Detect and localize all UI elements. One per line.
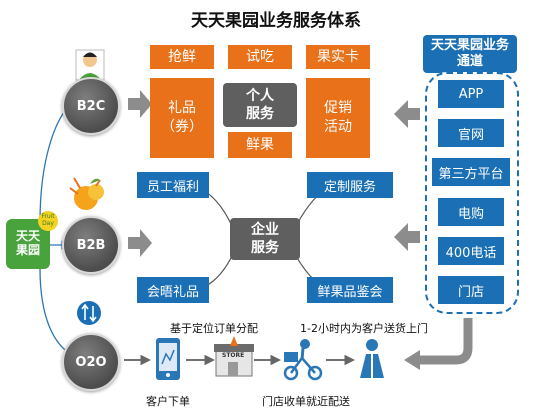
channel-item: 电购 [438, 198, 504, 226]
b2c-gift-label: 礼品（券） [161, 100, 203, 135]
channel-item: 官网 [438, 119, 504, 147]
arrow-channel-b2b [394, 223, 420, 251]
b2c-center-box: 个人服务 [223, 83, 297, 127]
page-title: 天天果园业务服务体系 [191, 11, 361, 31]
channel-header: 天天果园业务通道 [423, 35, 517, 73]
b2b-item-gift: 会晤礼品 [137, 277, 209, 303]
b2c-promo-box: 促销活动 [306, 78, 370, 158]
b2c-promo-label: 促销活动 [324, 100, 352, 135]
b2b-center-label: 企业服务 [251, 221, 279, 256]
arrow-b2b [128, 229, 152, 257]
b2c-top-item: 试吃 [228, 45, 292, 69]
link-logo-o2o [39, 267, 75, 357]
b2b-item-tasting: 鲜果品鉴会 [307, 277, 393, 303]
b2c-label: B2C [76, 98, 106, 114]
b2c-gift-box: 礼品（券） [150, 78, 214, 158]
person-icon [75, 49, 105, 81]
b2c-circle: B2C [62, 77, 120, 135]
arrow-channel-o2o [418, 318, 473, 365]
customer-icon [360, 339, 384, 378]
channel-item: 门店 [438, 276, 504, 304]
store-sign: STORE [222, 352, 245, 359]
b2b-item-custom: 定制服务 [307, 172, 393, 198]
o2o-order-text: 客户下单 [146, 395, 190, 408]
o2o-delivery-text: 门店收单就近配送 [262, 395, 350, 408]
channel-item: 400电话 [438, 237, 504, 265]
logo-text: 天天果园 [15, 229, 40, 257]
b2c-fresh-box: 鲜果 [228, 132, 292, 158]
channel-item: APP [438, 80, 504, 108]
b2c-center-label: 个人服务 [246, 87, 274, 122]
o2o-step2-text: 1-2小时内为客户送货上门 [300, 322, 428, 335]
o2o-step1-text: 基于定位订单分配 [170, 322, 258, 335]
o2o-circle: O2O [62, 333, 120, 391]
b2b-circle: B2B [62, 216, 120, 274]
arrow-channel-b2c [394, 100, 420, 128]
logo-tag-text: Fruit Day [41, 213, 55, 227]
b2c-top-item: 果实卡 [306, 45, 370, 69]
b2c-top-item: 抢鲜 [150, 45, 214, 69]
arrow-b2c [128, 90, 152, 118]
swap-icon [77, 301, 101, 325]
phone-icon [156, 338, 180, 380]
fruit-icon [69, 177, 104, 210]
channel-panel [425, 72, 519, 314]
b2b-label: B2B [76, 237, 106, 253]
delivery-icon [283, 339, 323, 381]
logo-tag: Fruit Day [38, 211, 58, 231]
b2b-item-welfare: 员工福利 [137, 172, 209, 198]
o2o-label: O2O [75, 354, 107, 370]
store-icon [214, 336, 254, 377]
channel-item: 第三方平台 [432, 158, 510, 186]
b2b-center-box: 企业服务 [230, 218, 300, 260]
channel-header-label: 天天果园业务通道 [430, 37, 509, 69]
